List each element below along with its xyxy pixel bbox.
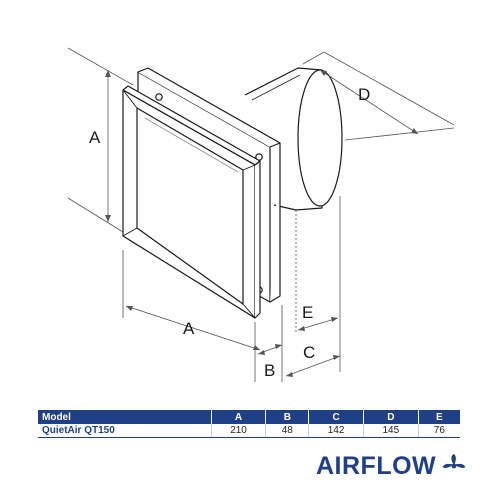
label-a-width: A <box>183 319 195 338</box>
cell-c: 142 <box>308 424 364 438</box>
fan-dimension-diagram: A A B C E D <box>67 47 455 382</box>
dimension-lines <box>67 47 455 382</box>
dimensions-table: Model A B C D E QuietAir QT150 210 48 14… <box>38 410 460 438</box>
table-row: QuietAir QT150 210 48 142 145 76 <box>38 424 460 438</box>
label-a-height: A <box>89 128 101 147</box>
cell-model: QuietAir QT150 <box>38 424 212 438</box>
header-d: D <box>362 410 419 424</box>
cell-b: 48 <box>265 424 309 438</box>
cell-d: 145 <box>362 424 419 438</box>
label-c: C <box>303 343 315 362</box>
label-e: E <box>302 303 313 322</box>
logo-text: AIRFLOW <box>316 451 437 480</box>
header-e: E <box>417 410 460 424</box>
cell-e: 76 <box>417 424 460 438</box>
dimension-arrows <box>105 70 418 377</box>
front-fascia <box>122 85 261 319</box>
header-b: B <box>265 410 309 424</box>
label-d: D <box>358 85 370 104</box>
spigot-cylinder <box>244 67 343 211</box>
cell-a: 210 <box>210 424 266 438</box>
table-header-row: Model A B C D E <box>38 410 460 424</box>
header-a: A <box>210 410 266 424</box>
header-model: Model <box>38 410 212 424</box>
header-c: C <box>308 410 364 424</box>
fan-blades-icon <box>442 454 466 469</box>
airflow-logo: AIRFLOW <box>316 451 468 481</box>
label-b: B <box>264 361 275 380</box>
